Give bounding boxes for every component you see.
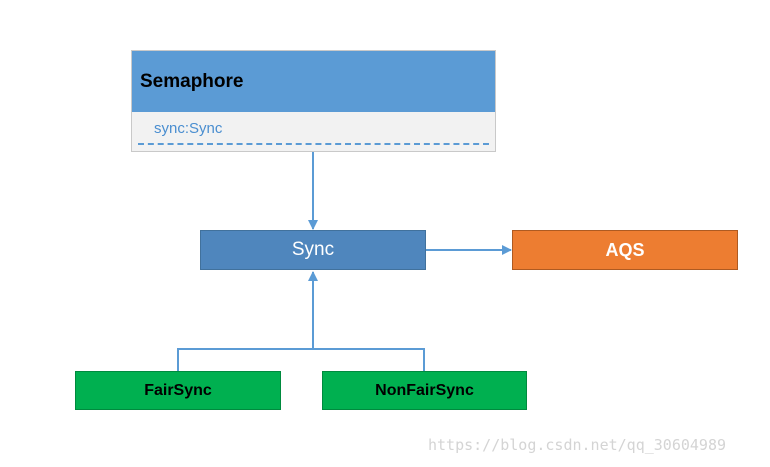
semaphore-class-header: Semaphore bbox=[132, 51, 495, 112]
aqs-label: AQS bbox=[605, 239, 645, 260]
watermark-text: https://blog.csdn.net/qq_30604989 bbox=[428, 436, 727, 454]
sync-label: Sync bbox=[291, 239, 335, 260]
nonfairsync-label: NonFairSync bbox=[375, 381, 474, 399]
sync-node: Sync bbox=[200, 230, 426, 270]
field-divider bbox=[138, 143, 489, 145]
semaphore-class-box: Semaphore sync:Sync bbox=[131, 50, 496, 152]
subclasses-to-sync-arrow bbox=[177, 348, 425, 371]
semaphore-class-title: Semaphore bbox=[140, 70, 244, 92]
fairsync-node: FairSync bbox=[75, 371, 281, 410]
semaphore-field: sync:Sync bbox=[154, 120, 223, 137]
aqs-node: AQS bbox=[512, 230, 738, 270]
fairsync-label: FairSync bbox=[144, 381, 212, 399]
nonfairsync-node: NonFairSync bbox=[322, 371, 527, 410]
semaphore-class-body: sync:Sync bbox=[132, 112, 495, 153]
